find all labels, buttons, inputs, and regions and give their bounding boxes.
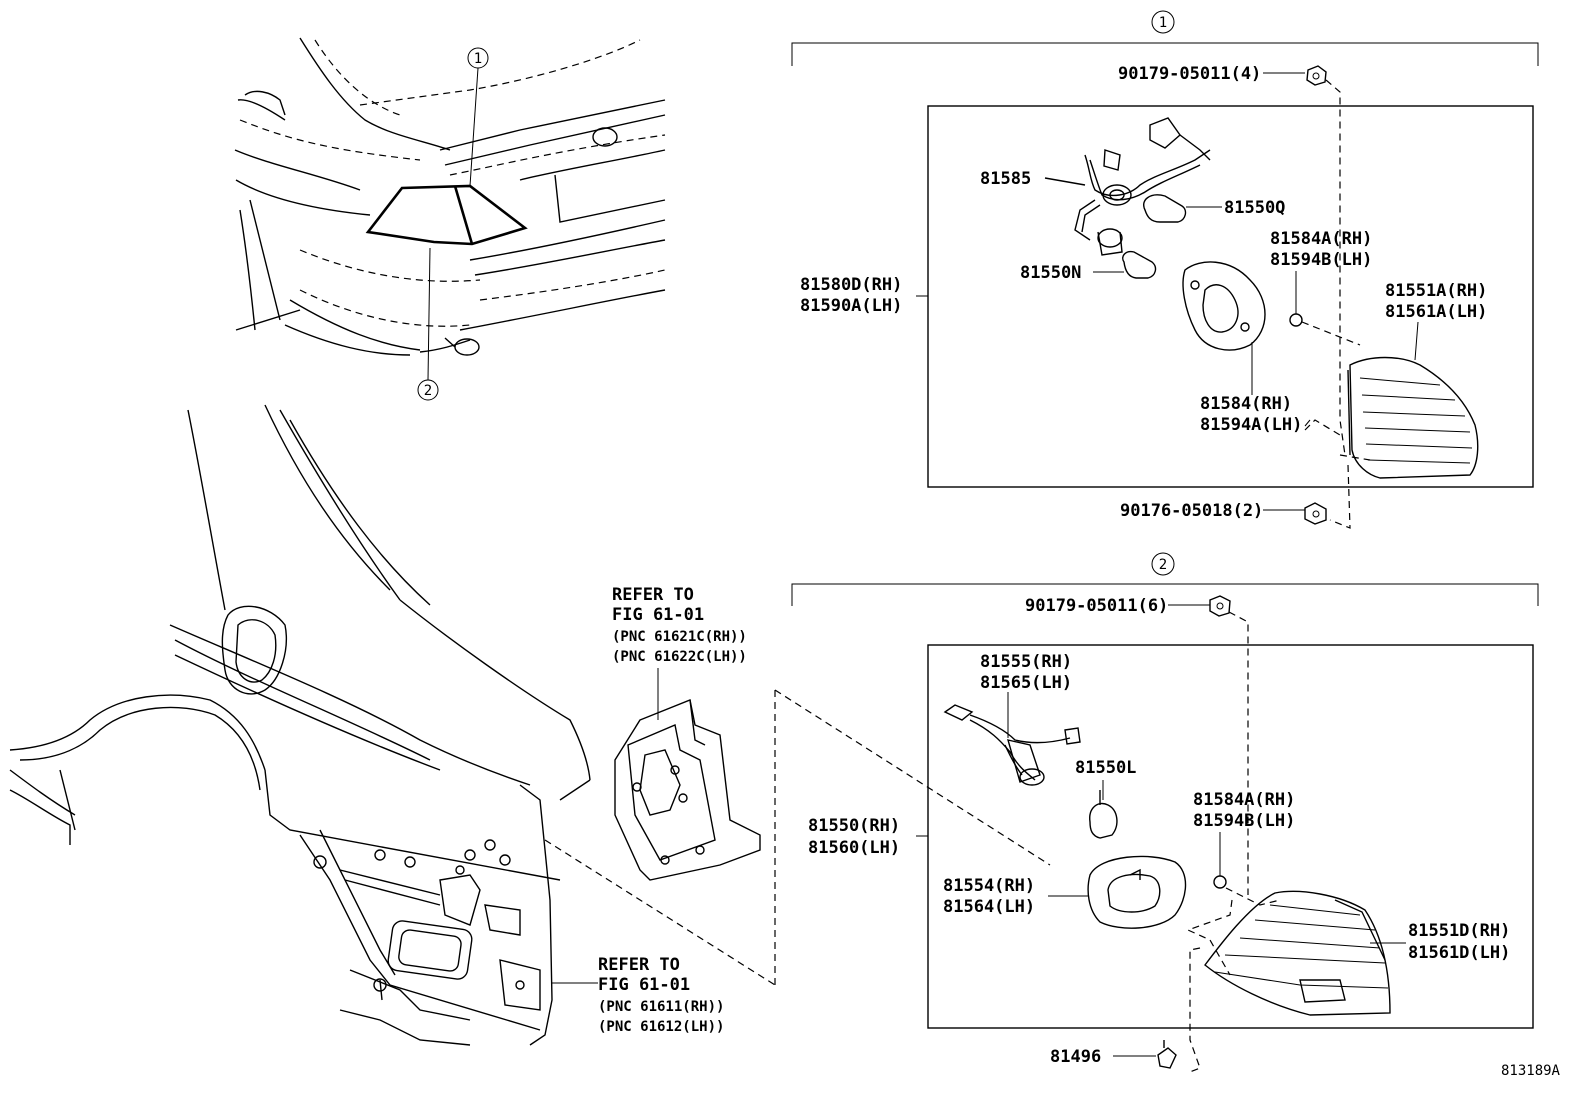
- g2-lens-rh-label: 81551D(RH): [1408, 921, 1510, 941]
- g1-socket-wire-label: 81585: [980, 169, 1031, 189]
- refer-lower-line3: (PNC 61611(RH)): [598, 999, 724, 1015]
- g1-cushion-lh-label: 81594B(LH): [1270, 250, 1372, 270]
- callout-1-car: 1: [474, 51, 482, 67]
- group2-box: [927, 644, 1534, 1029]
- refer-lower-line1: REFER TO: [598, 955, 680, 975]
- group2-parts: [916, 595, 1406, 1073]
- g1-lens-lh-label: 81561A(LH): [1385, 302, 1487, 322]
- g2-cushion-rh-label: 81584A(RH): [1193, 790, 1295, 810]
- rear-car-view: [234, 37, 666, 381]
- g1-bolt-top-label: 90179-05011(4): [1118, 64, 1261, 84]
- g1-gasket-lh-label: 81594A(LH): [1200, 415, 1302, 435]
- callout-2-header: 2: [1159, 557, 1167, 573]
- g2-wire-lh-label: 81565(LH): [980, 673, 1072, 693]
- figure-id: 813189A: [1501, 1063, 1561, 1079]
- callout-1-header: 1: [1159, 15, 1167, 31]
- g2-gasket-rh-label: 81554(RH): [943, 876, 1035, 896]
- quarter-panel: [9, 404, 598, 1046]
- refer-lower-line4: (PNC 61612(LH)): [598, 1019, 724, 1035]
- g1-bulb-q-label: 81550Q: [1224, 198, 1285, 218]
- g2-cushion-lh-label: 81594B(LH): [1193, 811, 1295, 831]
- g2-bulb-l-label: 81550L: [1075, 758, 1136, 778]
- g1-nut-bottom-label: 90176-05018(2): [1120, 501, 1263, 521]
- refer-upper-line1: REFER TO: [612, 585, 694, 605]
- g1-gasket-rh-label: 81584(RH): [1200, 394, 1292, 414]
- refer-upper-line2: FIG 61-01: [612, 605, 704, 625]
- refer-lower-line2: FIG 61-01: [598, 975, 690, 995]
- refer-upper-line3: (PNC 61621C(RH)): [612, 629, 747, 645]
- g1-lamp-assy-lh-label: 81590A(LH): [800, 296, 902, 316]
- callout-2-car: 2: [424, 383, 432, 399]
- g1-lamp-assy-rh-label: 81580D(RH): [800, 275, 902, 295]
- g2-gasket-lh-label: 81564(LH): [943, 897, 1035, 917]
- g2-lens-lh-label: 81561D(LH): [1408, 943, 1510, 963]
- g1-bulb-n-label: 81550N: [1020, 263, 1081, 283]
- g2-lamp-assy-rh-label: 81550(RH): [808, 816, 900, 836]
- g2-clip-label: 81496: [1050, 1047, 1101, 1067]
- g2-wire-rh-label: 81555(RH): [980, 652, 1072, 672]
- group1-parts: [916, 65, 1479, 529]
- back-panel-bracket: [614, 668, 761, 881]
- g1-lens-rh-label: 81551A(RH): [1385, 281, 1487, 301]
- refer-upper-line4: (PNC 61622C(LH)): [612, 649, 747, 665]
- g1-cushion-rh-label: 81584A(RH): [1270, 229, 1372, 249]
- g2-lamp-assy-lh-label: 81560(LH): [808, 838, 900, 858]
- g2-bolt-top-label: 90179-05011(6): [1025, 596, 1168, 616]
